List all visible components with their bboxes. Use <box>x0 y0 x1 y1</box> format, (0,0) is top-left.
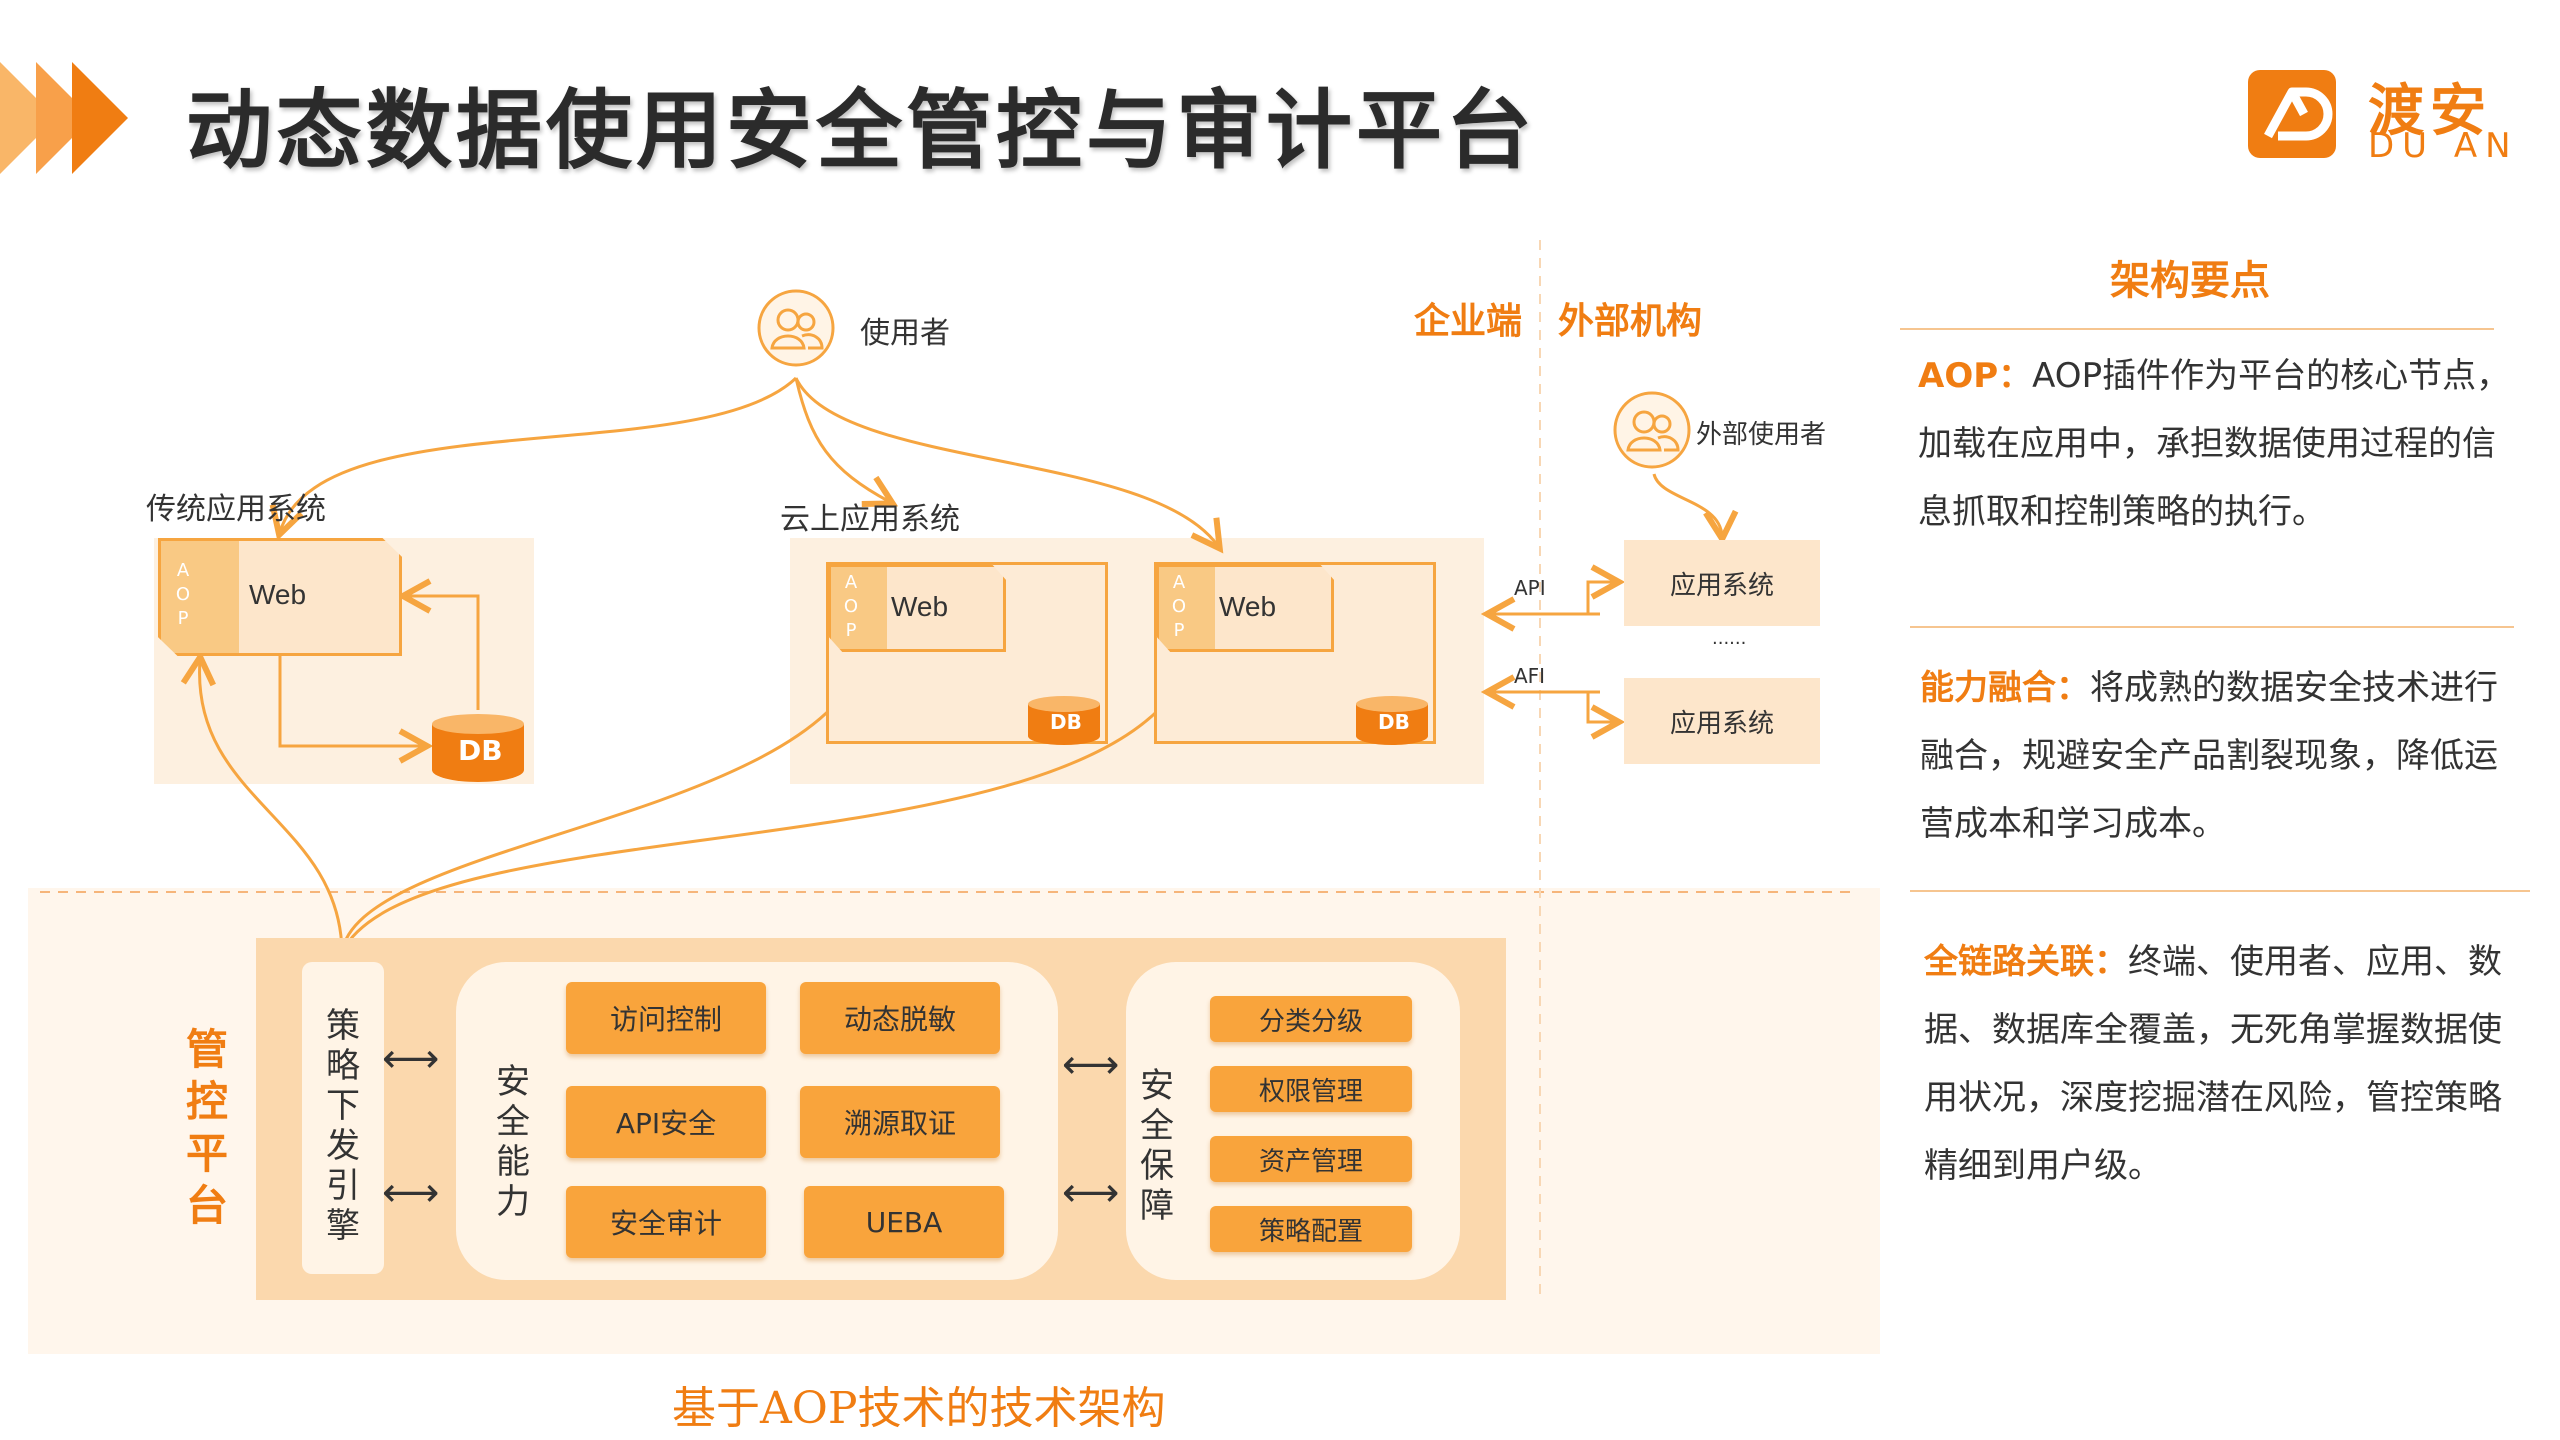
divider-3 <box>1910 890 2530 892</box>
guarantee-asset: 资产管理 <box>1210 1136 1412 1182</box>
ellipsis: ...... <box>1712 628 1747 649</box>
aop-strip <box>831 567 887 649</box>
cloud-system-label: 云上应用系统 <box>780 502 960 537</box>
diagram-caption: 基于AOP技术的技术架构 <box>672 1383 1166 1434</box>
security-ability-label: 安全能力 <box>496 1062 530 1222</box>
control-platform-title: 管控平台 <box>185 1025 228 1230</box>
db-icon-1 <box>430 712 526 788</box>
ability-api-security: API安全 <box>566 1086 766 1158</box>
logo-icon <box>2248 70 2336 158</box>
point-body: AOP插件作为平台的核心节点，加载在应用中，承担数据使用过程的信息抓取和控制策略… <box>1918 356 2511 532</box>
point-full-link: 全链路关联：终端、使用者、应用、数据、数据库全覆盖，无死角掌握数据使用状况，深度… <box>1924 928 2524 1200</box>
external-user-icon <box>1612 390 1692 474</box>
db-label-1: DB <box>458 734 503 767</box>
db-icon-2 <box>1026 694 1102 750</box>
external-user-label: 外部使用者 <box>1696 420 1827 450</box>
ability-traceability: 溯源取证 <box>800 1086 1000 1158</box>
web-label: Web <box>1219 591 1277 622</box>
external-label: 外部机构 <box>1558 301 1703 342</box>
divider-2 <box>1910 626 2514 628</box>
arrow-icon-4: ⟷ <box>1062 1170 1120 1216</box>
user-label: 使用者 <box>860 316 950 351</box>
db-label-3: DB <box>1378 710 1410 734</box>
logo-text-cn: 渡安 <box>2368 79 2492 144</box>
point-aop: AOP：AOP插件作为平台的核心节点，加载在应用中，承担数据使用过程的信息抓取和… <box>1918 342 2518 546</box>
point-body: 将成熟的数据安全技术进行融合，规避安全产品割裂现象，降低运营成本和学习成本。 <box>1920 668 2498 844</box>
policy-engine-column <box>302 962 384 1274</box>
arrow-icon-3: ⟷ <box>1062 1042 1120 1088</box>
enterprise-label: 企业端 <box>1414 301 1523 342</box>
app-system-1: 应用系统 <box>1624 540 1820 626</box>
ability-access-control: 访问控制 <box>566 982 766 1054</box>
ability-dynamic-masking: 动态脱敏 <box>800 982 1000 1054</box>
db-icon-3 <box>1354 694 1430 750</box>
divider-1 <box>1900 328 2494 330</box>
web-label: Web <box>891 591 949 622</box>
arrow-icon-2: ⟷ <box>382 1170 440 1216</box>
point-body: 终端、使用者、应用、数据、数据库全覆盖，无死角掌握数据使用状况，深度挖掘潜在风险… <box>1924 942 2502 1186</box>
guarantee-policy: 策略配置 <box>1210 1206 1412 1252</box>
logo-text-en: DU AN <box>2368 126 2519 166</box>
traditional-system-label: 传统应用系统 <box>146 492 326 527</box>
chevron-icon-3 <box>72 62 128 174</box>
point-head: 全链路关联： <box>1924 942 2128 982</box>
aop-strip <box>1159 567 1215 649</box>
page-title: 动态数据使用安全管控与审计平台 <box>186 81 1536 181</box>
api-label-1: API <box>1514 576 1546 600</box>
user-icon <box>756 288 836 372</box>
point-fusion: 能力融合：将成熟的数据安全技术进行融合，规避安全产品割裂现象，降低运营成本和学习… <box>1920 654 2520 858</box>
ability-ueba: UEBA <box>804 1186 1004 1258</box>
security-guarantee-label: 安全保障 <box>1140 1066 1174 1226</box>
app-system-2: 应用系统 <box>1624 678 1820 764</box>
aop-strip <box>161 541 239 653</box>
ability-security-audit: 安全审计 <box>566 1186 766 1258</box>
arrow-icon-1: ⟷ <box>382 1036 440 1082</box>
guarantee-permission: 权限管理 <box>1210 1066 1412 1112</box>
api-label-2: AFI <box>1514 664 1546 688</box>
guarantee-classification: 分类分级 <box>1210 996 1412 1042</box>
point-head: 能力融合： <box>1920 668 2090 708</box>
point-head: AOP： <box>1918 356 2033 396</box>
points-title: 架构要点 <box>2110 258 2270 304</box>
web-label: Web <box>249 579 307 610</box>
db-label-2: DB <box>1050 710 1082 734</box>
policy-engine-label: 策略下发引擎 <box>326 1006 360 1246</box>
